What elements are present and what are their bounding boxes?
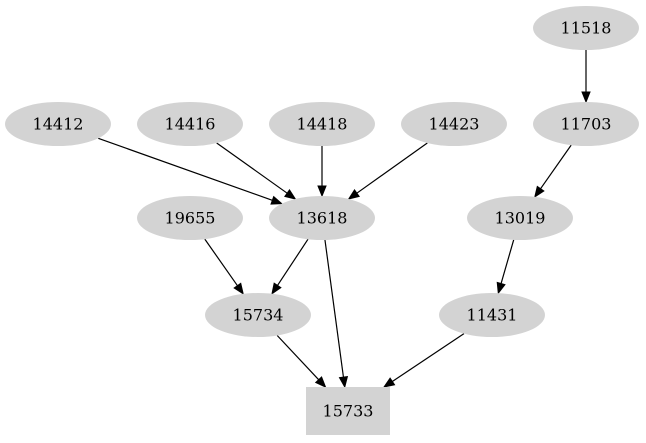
node-label: 15733 [323,402,374,421]
edge-14416-to-13618 [216,142,297,200]
edge-11431-to-15733 [382,333,465,388]
node-label: 13019 [495,209,546,228]
edge-13618-to-15733 [324,239,349,389]
node-label: 19655 [165,209,216,228]
node-ellipse-shape [269,196,375,240]
edge-line [216,142,288,194]
node-13618[interactable]: 13618 [269,196,375,240]
node-15734[interactable]: 15734 [205,293,311,337]
edge-15734-to-15733 [276,335,327,388]
node-14418[interactable]: 14418 [269,102,375,146]
node-label: 11431 [467,306,518,325]
node-11518[interactable]: 11518 [533,6,639,50]
node-ellipse-shape [269,102,375,146]
node-14416[interactable]: 14416 [137,102,243,146]
arrowhead [317,185,327,198]
arrowhead [496,281,506,295]
node-ellipse-shape [533,102,639,146]
node-13019[interactable]: 13019 [467,196,573,240]
nodes-layer: 11518 11703 14412 14416 14418 14423 19655 13618… [5,6,639,435]
arrowhead [284,189,297,200]
edge-line [277,238,309,286]
edge-line [98,137,273,201]
node-label: 14412 [33,115,84,134]
node-ellipse-shape [5,102,111,146]
node-label: 11703 [561,115,612,134]
node-label: 14423 [429,115,480,134]
arrowhead [270,195,284,205]
node-ellipse-shape [137,196,243,240]
node-ellipse-shape [533,6,639,50]
node-11703[interactable]: 11703 [533,102,639,146]
edge-14412-to-13618 [98,137,284,205]
edge-13019-to-11431 [496,239,515,295]
node-ellipse-shape [205,293,311,337]
edge-14423-to-13618 [347,142,428,200]
node-ellipse-shape [439,293,545,337]
edges-layer [98,50,591,389]
node-14423[interactable]: 14423 [401,102,507,146]
node-label: 13618 [297,209,348,228]
arrowhead [338,375,349,389]
arrowhead [534,185,545,198]
arrowhead [233,282,244,295]
edge-13618-to-15734 [271,238,309,295]
node-14412[interactable]: 14412 [5,102,111,146]
node-ellipse-shape [137,102,243,146]
edge-11703-to-13019 [534,144,572,198]
edge-line [324,239,345,378]
node-label: 15734 [233,306,284,325]
arrowhead [271,282,282,295]
node-ellipse-shape [401,102,507,146]
edge-line [204,238,238,287]
arrowhead [382,377,396,388]
arrowhead [347,189,360,200]
node-11431[interactable]: 11431 [439,293,545,337]
node-ellipse-shape [467,196,573,240]
node-box-shape [306,387,390,435]
node-label: 11518 [561,19,612,38]
edge-line [500,239,515,284]
node-15733[interactable]: 15733 [306,387,390,435]
node-19655[interactable]: 19655 [137,196,243,240]
edge-line [391,333,465,382]
edge-19655-to-15734 [204,238,244,295]
arrowhead [581,91,591,104]
arrowhead [314,376,327,388]
edge-line [356,142,428,194]
node-label: 14418 [297,115,348,134]
edge-line [276,335,320,381]
edge-line [540,144,572,190]
edge-11518-to-11703 [581,50,591,104]
edge-14418-to-13618 [317,146,327,198]
node-label: 14416 [165,115,216,134]
